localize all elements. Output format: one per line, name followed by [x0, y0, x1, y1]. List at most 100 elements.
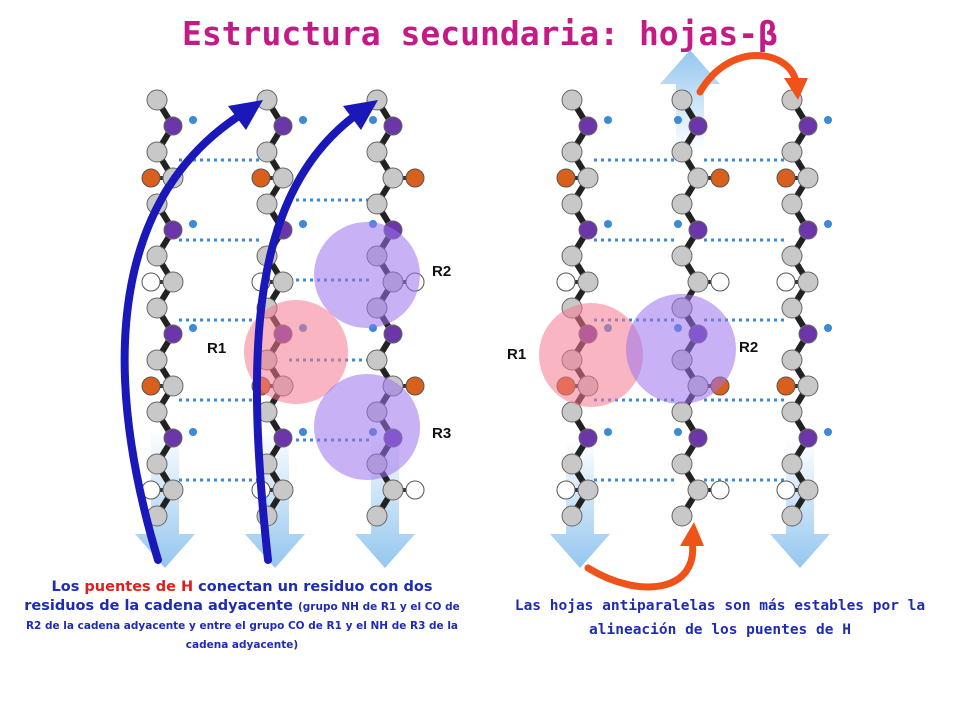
carbon-atom — [366, 505, 388, 527]
carbon-atom — [781, 297, 803, 319]
nitrogen-atom — [688, 220, 708, 240]
carbon-atom — [272, 271, 294, 293]
nitrogen-atom — [798, 116, 818, 136]
oxygen-atom — [251, 168, 271, 188]
amide-hydrogen — [674, 428, 682, 436]
carbon-atom — [561, 141, 583, 163]
carbon-atom — [146, 297, 168, 319]
amide-hydrogen — [674, 116, 682, 124]
carbon-atom — [781, 401, 803, 423]
label-r2-right: R2 — [739, 339, 758, 356]
hydrogen-atom — [556, 480, 576, 500]
carbon-atom — [382, 167, 404, 189]
orange-turn-arrow-bottom — [584, 536, 697, 591]
blue-curve-arrow-1 — [120, 108, 249, 564]
carbon-atom — [146, 401, 168, 423]
residue-r1-highlight-right — [539, 303, 643, 407]
carbon-atom — [146, 453, 168, 475]
carbon-atom — [366, 349, 388, 371]
amide-hydrogen — [299, 220, 307, 228]
nitrogen-atom — [163, 220, 183, 240]
nitrogen-atom — [163, 324, 183, 344]
carbon-atom — [561, 193, 583, 215]
orange-turn-arrow-top — [696, 52, 800, 96]
carbon-atom — [797, 479, 819, 501]
amide-hydrogen — [189, 428, 197, 436]
carbon-atom — [671, 453, 693, 475]
label-r1-left: R1 — [207, 340, 226, 357]
label-r3-left: R3 — [432, 425, 451, 442]
left-caption: Los puentes de H conectan un residuo con… — [22, 578, 462, 654]
carbon-atom — [781, 349, 803, 371]
amide-hydrogen — [824, 428, 832, 436]
carbon-atom — [797, 271, 819, 293]
orange-turn-arrow-top-head — [784, 78, 808, 100]
caption-part2: conectan un residuo con dos residuos de … — [24, 579, 433, 614]
nitrogen-atom — [163, 428, 183, 448]
carbon-atom — [366, 141, 388, 163]
nitrogen-atom — [578, 220, 598, 240]
carbon-atom — [781, 505, 803, 527]
blue-curve-arrow-2 — [252, 108, 364, 564]
caption-small: (grupo NH de R1 y el CO de R2 de la cade… — [25, 601, 460, 651]
carbon-atom — [256, 141, 278, 163]
carbon-atom — [671, 505, 693, 527]
carbon-atom — [671, 89, 693, 111]
amide-hydrogen — [824, 220, 832, 228]
label-r1-right: R1 — [507, 346, 526, 363]
carbon-atom — [687, 167, 709, 189]
carbon-atom — [781, 141, 803, 163]
nitrogen-atom — [273, 428, 293, 448]
amide-hydrogen — [189, 116, 197, 124]
carbon-atom — [366, 193, 388, 215]
atoms — [141, 89, 832, 527]
oxygen-atom — [556, 168, 576, 188]
amide-hydrogen — [189, 324, 197, 332]
amide-hydrogen — [299, 116, 307, 124]
nitrogen-atom — [273, 116, 293, 136]
carbon-atom — [577, 271, 599, 293]
residue-highlights — [244, 222, 736, 480]
oxygen-atom — [776, 168, 796, 188]
carbon-atom — [256, 193, 278, 215]
amide-hydrogen — [824, 324, 832, 332]
hydrogen-atom — [556, 272, 576, 292]
carbon-atom — [561, 245, 583, 267]
carbon-atom — [781, 453, 803, 475]
nitrogen-atom — [578, 428, 598, 448]
carbon-atom — [687, 271, 709, 293]
amide-hydrogen — [604, 220, 612, 228]
carbon-atom — [797, 375, 819, 397]
hydrogen-atom — [710, 272, 730, 292]
hydrogen-atom — [405, 480, 425, 500]
residue-r1-highlight-left — [244, 300, 348, 404]
carbon-atom — [797, 167, 819, 189]
blue-curve-arrow-1-head — [228, 100, 263, 130]
carbon-atom — [146, 141, 168, 163]
nitrogen-atom — [383, 116, 403, 136]
residue-r2-highlight-left — [314, 222, 420, 328]
label-r2-left: R2 — [432, 263, 451, 280]
nitrogen-atom — [688, 116, 708, 136]
hydrogen-atom — [710, 480, 730, 500]
caption-highlight: puentes de H — [84, 579, 194, 595]
amide-hydrogen — [604, 428, 612, 436]
amide-hydrogen — [604, 116, 612, 124]
carbon-atom — [671, 401, 693, 423]
carbon-atom — [146, 245, 168, 267]
hydrogen-atom — [776, 480, 796, 500]
carbon-atom — [561, 505, 583, 527]
oxygen-atom — [141, 376, 161, 396]
oxygen-atom — [141, 168, 161, 188]
blue-curve-arrow-2-head — [343, 100, 378, 130]
amide-hydrogen — [824, 116, 832, 124]
page-title: Estructura secundaria: hojas-β — [181, 14, 779, 53]
residue-r3-highlight-left — [314, 374, 420, 480]
carbon-atom — [577, 479, 599, 501]
carbon-atom — [146, 89, 168, 111]
direction-curves — [120, 52, 808, 591]
carbon-atom — [162, 271, 184, 293]
carbon-atom — [561, 453, 583, 475]
nitrogen-atom — [578, 116, 598, 136]
